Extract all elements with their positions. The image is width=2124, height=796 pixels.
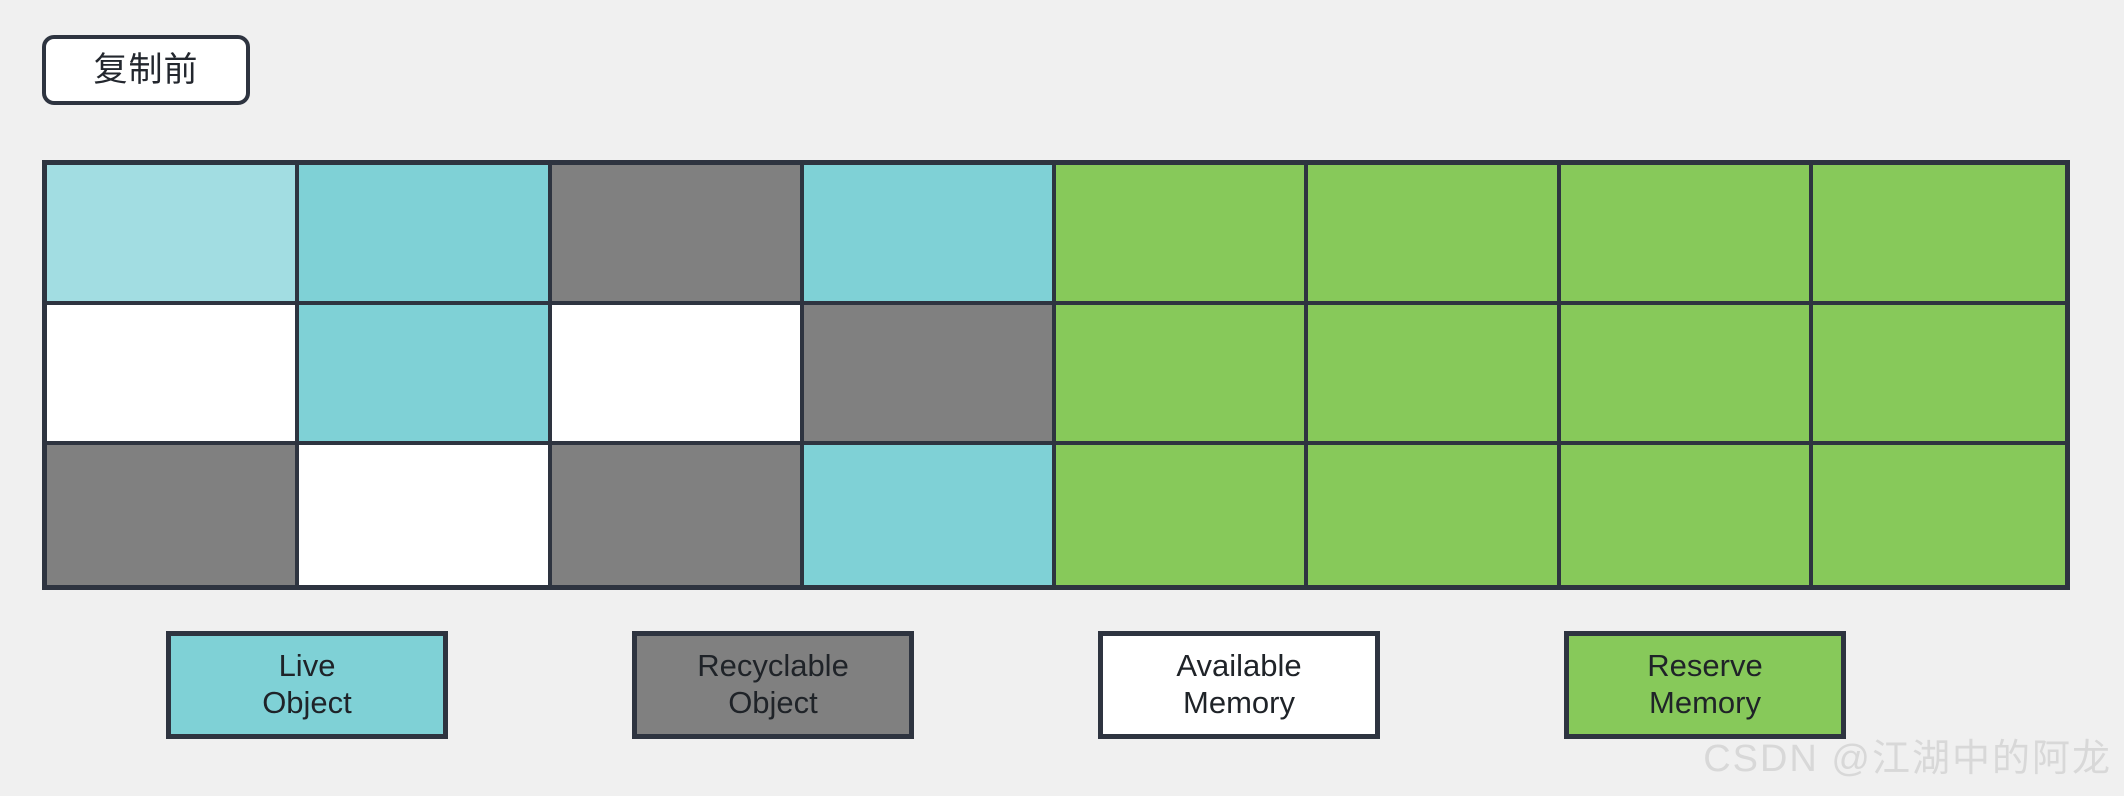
- memory-cell-reserve-memory: [1056, 445, 1309, 585]
- legend-label-line1: Available: [1176, 648, 1302, 684]
- memory-cell-available-memory: [551, 305, 804, 445]
- memory-cell-available-memory: [47, 305, 300, 445]
- legend-label-line1: Reserve: [1647, 648, 1763, 684]
- memory-cell-reserve-memory: [1308, 445, 1561, 585]
- legend-label-line1: Live: [278, 648, 336, 684]
- legend-item-recyclable-object: Recyclable Object: [632, 631, 914, 739]
- legend-label-line2: Memory: [1183, 685, 1295, 720]
- memory-cell-live-object: [47, 165, 300, 305]
- legend-item-reserve-memory: Reserve Memory: [1564, 631, 1846, 739]
- legend-label-line2: Object: [728, 685, 818, 720]
- diagram-title-chip: 复制前: [42, 35, 250, 105]
- memory-cell-reserve-memory: [1056, 305, 1309, 445]
- memory-cell-reserve-memory: [1560, 305, 1813, 445]
- memory-cell-recyclable-object: [551, 445, 804, 585]
- memory-cell-reserve-memory: [1812, 305, 2065, 445]
- memory-cell-recyclable-object: [551, 165, 804, 305]
- legend-label-line2: Object: [262, 685, 352, 720]
- diagram-title-label: 复制前: [93, 51, 199, 89]
- memory-cell-recyclable-object: [803, 305, 1056, 445]
- memory-cell-live-object: [299, 165, 552, 305]
- memory-cell-available-memory: [299, 445, 552, 585]
- legend-item-available-memory: Available Memory: [1098, 631, 1380, 739]
- memory-grid: [42, 160, 2070, 590]
- legend-label-line2: Memory: [1649, 685, 1761, 720]
- csdn-watermark: CSDN @江湖中的阿龙: [1703, 738, 2112, 780]
- legend-item-live-object: Live Object: [166, 631, 448, 739]
- memory-cell-reserve-memory: [1812, 445, 2065, 585]
- legend-label-line1: Recyclable: [697, 648, 849, 684]
- memory-cell-reserve-memory: [1308, 165, 1561, 305]
- memory-cell-live-object: [803, 165, 1056, 305]
- memory-cell-live-object: [803, 445, 1056, 585]
- legend: Live Object Recyclable Object Available …: [0, 631, 2124, 751]
- memory-cell-recyclable-object: [47, 445, 300, 585]
- memory-cell-reserve-memory: [1812, 165, 2065, 305]
- memory-cell-reserve-memory: [1560, 445, 1813, 585]
- memory-cell-reserve-memory: [1308, 305, 1561, 445]
- memory-cell-live-object: [299, 305, 552, 445]
- memory-cell-reserve-memory: [1056, 165, 1309, 305]
- memory-cell-reserve-memory: [1560, 165, 1813, 305]
